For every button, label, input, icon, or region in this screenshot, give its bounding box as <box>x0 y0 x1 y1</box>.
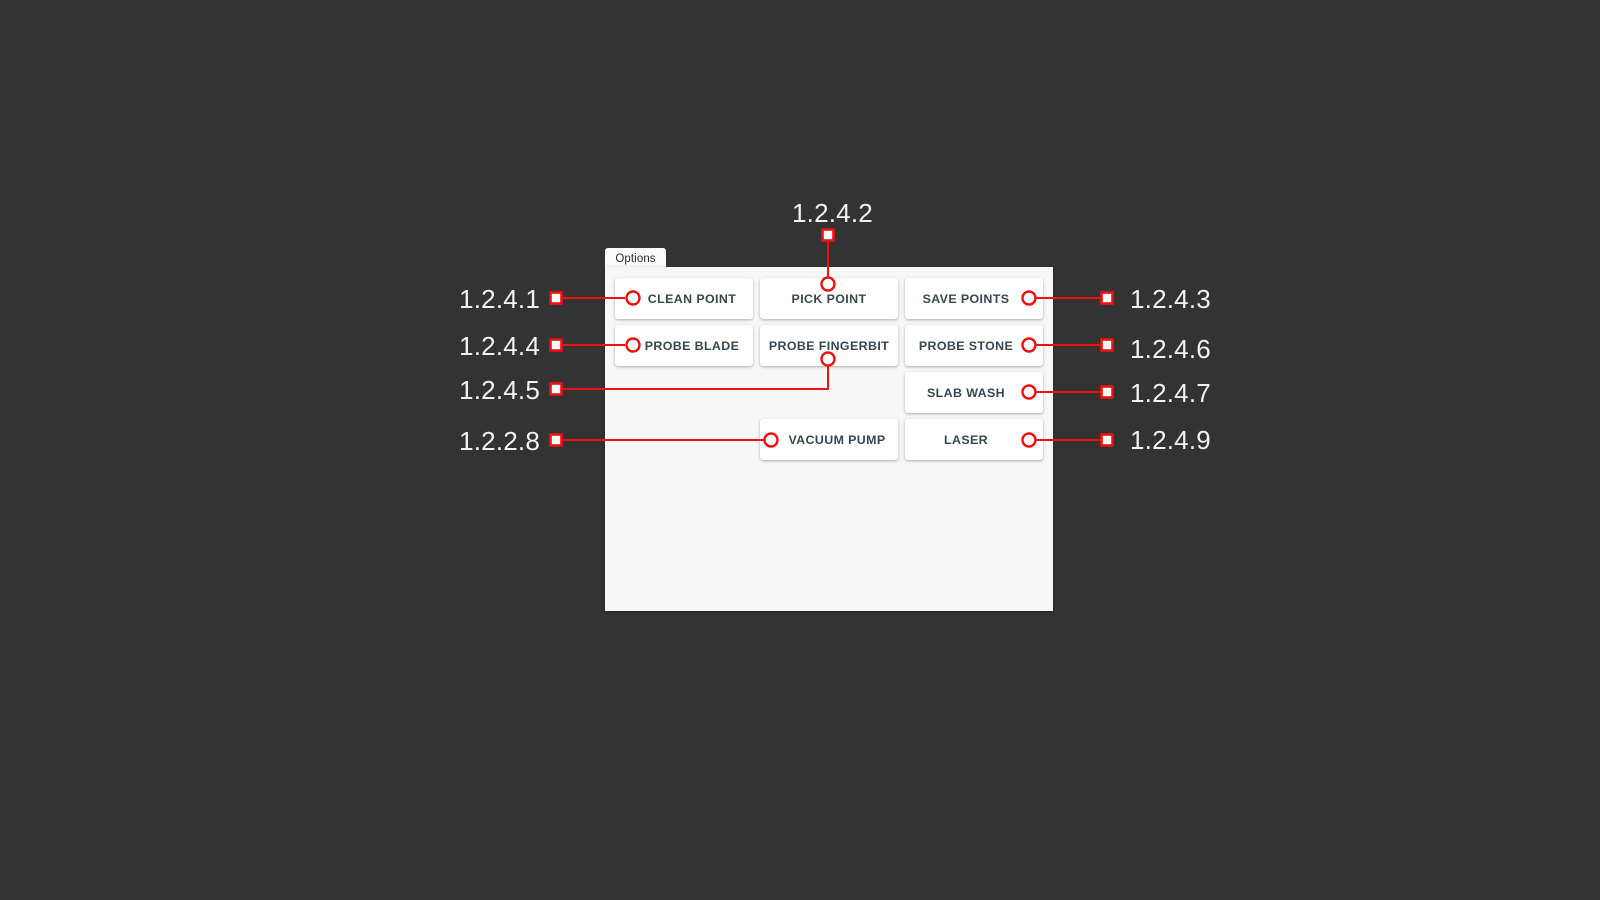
callout-square-1-2-4-5 <box>549 382 563 396</box>
button-pick-point-label: PICK POINT <box>791 291 867 306</box>
callout-number-1-2-4-4: 1.2.4.4 <box>459 331 540 361</box>
button-probe-stone[interactable]: PROBE STONE <box>905 325 1043 366</box>
callout-square-1-2-4-4 <box>549 338 563 352</box>
callout-number-1-2-4-3: 1.2.4.3 <box>1130 284 1211 314</box>
callout-square-1-2-4-3 <box>1100 291 1114 305</box>
callout-square-1-2-4-9 <box>1100 433 1114 447</box>
callout-square-1-2-4-1 <box>549 291 563 305</box>
callout-square-1-2-4-7 <box>1100 385 1114 399</box>
button-probe-blade-label: PROBE BLADE <box>644 338 740 353</box>
callout-number-1-2-4-5: 1.2.4.5 <box>459 375 540 405</box>
button-probe-blade[interactable]: PROBE BLADE <box>615 325 753 366</box>
callout-number-1-2-4-7: 1.2.4.7 <box>1130 378 1211 408</box>
callout-number-1-2-4-2: 1.2.4.2 <box>792 198 873 228</box>
callout-square-1-2-2-8 <box>549 433 563 447</box>
button-probe-fingerbit[interactable]: PROBE FINGERBIT <box>760 325 898 366</box>
button-clean-point-label: CLEAN POINT <box>647 291 737 306</box>
button-slab-wash-label: SLAB WASH <box>927 385 1005 400</box>
button-save-points-label: SAVE POINTS <box>922 291 1010 306</box>
button-pick-point[interactable]: PICK POINT <box>760 278 898 319</box>
button-laser[interactable]: LASER <box>905 419 1043 460</box>
callout-number-1-2-4-6: 1.2.4.6 <box>1130 334 1211 364</box>
callout-square-1-2-4-6 <box>1100 338 1114 352</box>
button-laser-label: LASER <box>944 432 988 447</box>
options-tab[interactable]: Options <box>605 248 666 269</box>
callout-number-1-2-2-8: 1.2.2.8 <box>459 426 540 456</box>
callout-square-1-2-4-2 <box>821 228 835 242</box>
callout-number-1-2-4-1: 1.2.4.1 <box>459 284 540 314</box>
options-tab-label: Options <box>615 252 656 265</box>
button-slab-wash[interactable]: SLAB WASH <box>905 372 1043 413</box>
button-vacuum-pump[interactable]: VACUUM PUMP <box>760 419 898 460</box>
button-probe-fingerbit-label: PROBE FINGERBIT <box>768 338 890 353</box>
button-vacuum-pump-label: VACUUM PUMP <box>788 432 886 447</box>
button-clean-point[interactable]: CLEAN POINT <box>615 278 753 319</box>
callout-number-1-2-4-9: 1.2.4.9 <box>1130 425 1211 455</box>
button-save-points[interactable]: SAVE POINTS <box>905 278 1043 319</box>
button-probe-stone-label: PROBE STONE <box>918 338 1014 353</box>
